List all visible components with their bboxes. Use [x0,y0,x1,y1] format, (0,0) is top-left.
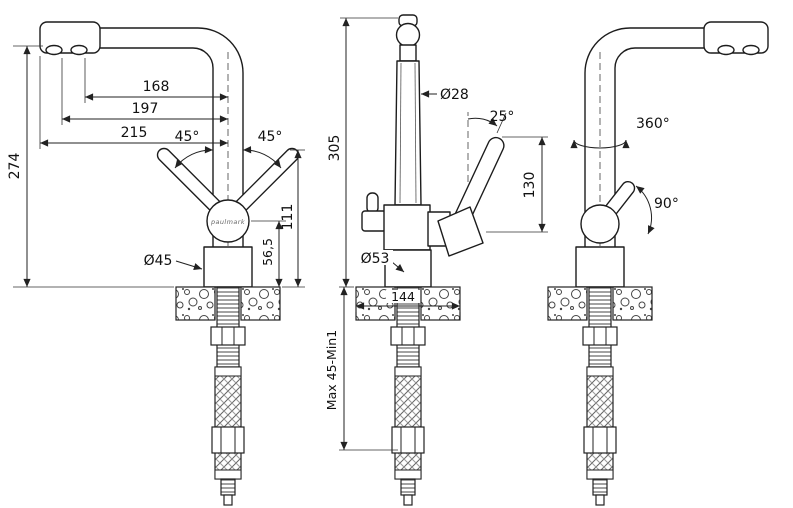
annotation-handle-swing-90: 90° [635,185,679,235]
diameter-label-45: Ø45 [144,253,173,269]
view-side-right: 360° 90° [547,21,769,506]
mixer-ball [580,204,620,244]
dim-label-56-5: 56,5 [260,238,275,266]
dim-label-197: 197 [132,101,159,117]
base-cylinder-right [575,246,625,288]
valve-body [383,204,431,251]
filter-lever [366,192,379,214]
aerator-port-icon [70,44,88,56]
dim-label-305: 305 [327,135,343,162]
annotation-handle-swing: 45° 45° [175,129,283,169]
handle-cone [437,206,484,257]
dimension-130: 130 [486,136,548,233]
dimension-305: 305 [327,17,398,288]
aerator-port-icon [45,44,63,56]
faucet-body-right [575,21,769,288]
riser-pipe [394,60,422,206]
angle-label-25: 25° [490,109,515,125]
brand-logo: paulmark [210,218,245,226]
angle-label-360: 360° [636,116,670,132]
view-side-left: paulmark 274 168 197 215 45° [7,21,305,506]
dimension-mount-thickness: Max 45-Min1 [324,287,398,451]
dimension-144: 144 [355,289,461,312]
dim-label-168: 168 [143,79,170,95]
dim-label-274: 274 [7,153,23,180]
aerator-port-icon [742,44,760,56]
dim-label-215: 215 [121,125,148,141]
dim-label-130: 130 [522,172,538,199]
annotation-lever-angle: 25° [467,109,515,182]
dimension-dia28: Ø28 [421,87,469,103]
dim-label-mount-range: Max 45-Min1 [324,330,339,410]
faucet-body-front [361,14,505,288]
dim-label-144: 144 [391,289,415,304]
dim-label-111: 111 [280,204,296,231]
filter-spout [361,210,387,232]
angle-label-90: 90° [654,196,679,212]
aerator-port-icon [717,44,735,56]
mixer-ball [206,199,250,243]
angle-label-45-left: 45° [175,129,200,145]
diameter-label-28: Ø28 [440,87,469,103]
annotation-swivel-360: 360° [570,116,670,149]
dimension-dia53: Ø53 [356,250,405,273]
dimension-274: 274 [7,45,174,288]
spout-joint-ball [395,22,421,48]
supply-hose-assembly [390,286,426,506]
dimension-dia45: Ø45 [144,253,203,271]
dimension-heights-left: 56,5 111 [251,149,305,288]
dimension-reach: 168 197 215 [39,56,228,149]
angle-label-45-right: 45° [258,129,283,145]
supply-hose-assembly [210,286,246,506]
view-front: 305 Ø28 25° 130 Ø53 [324,14,548,506]
base-cylinder-left [203,246,253,288]
supply-hose-assembly [582,286,618,506]
diameter-label-53: Ø53 [361,251,390,267]
